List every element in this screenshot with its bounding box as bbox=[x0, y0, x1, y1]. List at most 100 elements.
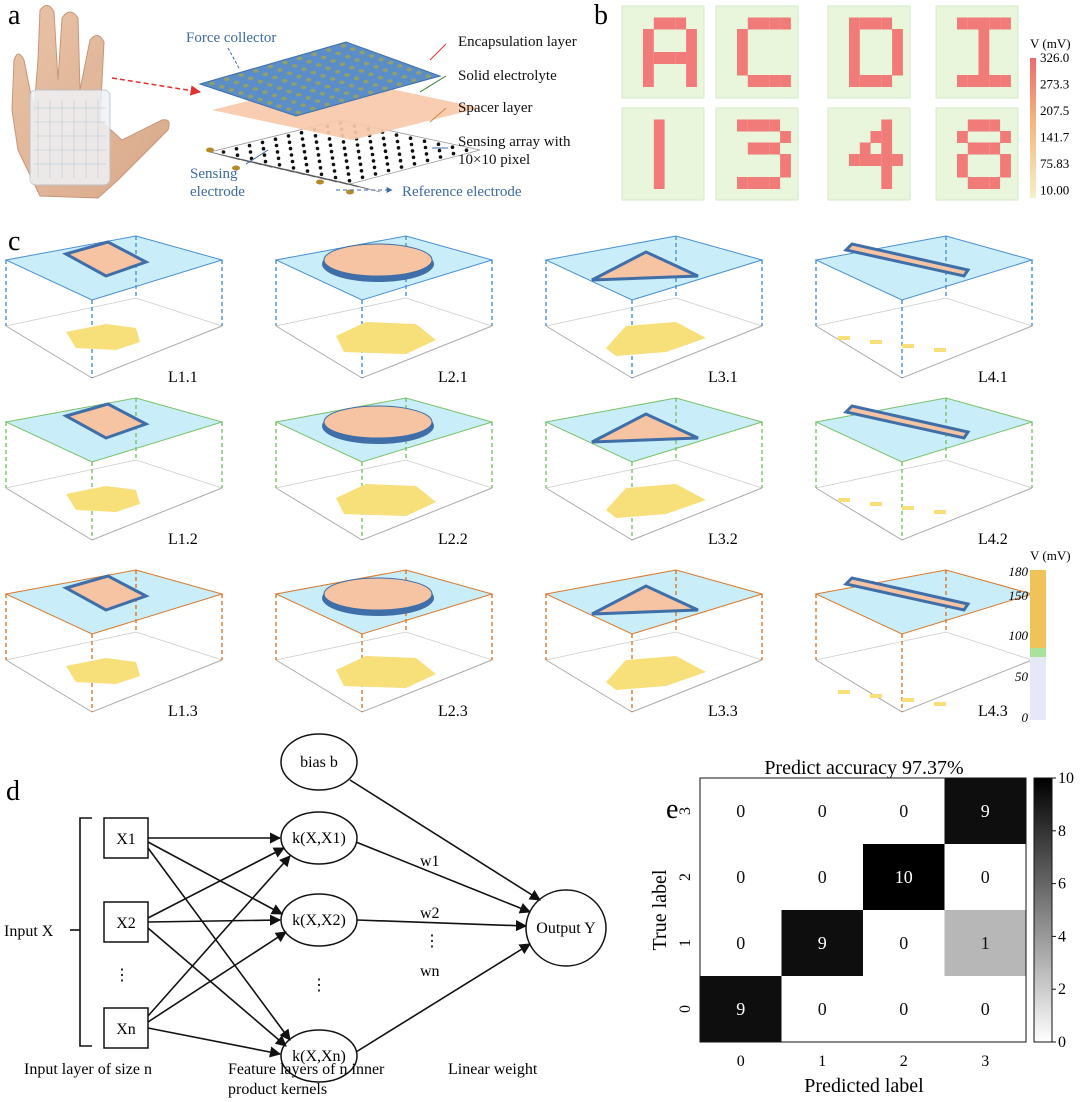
collector-dot bbox=[286, 89, 292, 94]
pressure-pixel bbox=[957, 131, 968, 143]
colorbar-b-tick: 75.83 bbox=[1040, 156, 1069, 171]
collector-dot bbox=[392, 71, 398, 76]
pressure-footprint bbox=[66, 486, 140, 512]
pressure-footprint bbox=[934, 348, 946, 352]
pressure-pixel bbox=[643, 75, 654, 87]
label-encapsulation: Encapsulation layer bbox=[458, 34, 577, 50]
cm-ytick: 3 bbox=[677, 807, 694, 815]
pressure-footprint bbox=[838, 336, 850, 340]
shape-box-L3.3: L3.3 bbox=[544, 569, 764, 720]
pressure-pixel bbox=[737, 29, 748, 41]
collector-dot bbox=[344, 54, 351, 59]
label-solid-electrolyte: Solid electrolyte bbox=[458, 68, 557, 84]
letter-tile-D bbox=[827, 5, 911, 99]
cm-cell-value: 0 bbox=[899, 801, 908, 821]
collector-dot bbox=[310, 88, 316, 93]
collector-dot bbox=[286, 107, 292, 111]
pressure-pixel bbox=[769, 75, 781, 87]
pressure-pixel bbox=[1000, 17, 1011, 30]
cm-cell bbox=[944, 844, 1026, 910]
pressure-pixel bbox=[758, 17, 770, 30]
sensing-dot bbox=[313, 134, 318, 138]
box-label: L3.3 bbox=[708, 703, 738, 720]
sensing-dot bbox=[384, 155, 389, 160]
pressure-pixel bbox=[686, 63, 697, 76]
pressure-pixel bbox=[881, 142, 893, 155]
collector-dot bbox=[382, 86, 388, 91]
box-label: L1.3 bbox=[168, 703, 198, 720]
label-sensing-1: Sensing bbox=[190, 166, 238, 182]
cm-cell bbox=[781, 976, 863, 1042]
box-label: L1.1 bbox=[168, 369, 198, 386]
pressure-pixel bbox=[686, 52, 697, 64]
pressure-pixel bbox=[870, 75, 882, 87]
pressure-footprint bbox=[336, 656, 436, 688]
pressure-pixel bbox=[653, 142, 665, 155]
sensing-dot bbox=[262, 153, 267, 157]
pressure-pixel bbox=[881, 165, 893, 178]
collector-dot bbox=[338, 98, 345, 103]
collector-dot bbox=[324, 102, 331, 107]
kernel-ellipsis: ⋮ bbox=[311, 977, 327, 994]
pressure-pixel bbox=[747, 75, 759, 87]
electrode-wire bbox=[253, 161, 284, 171]
cm-cell bbox=[863, 844, 945, 910]
bottom-back-edge bbox=[5, 297, 223, 327]
collector-dot bbox=[329, 95, 335, 99]
collector-dot bbox=[367, 90, 374, 95]
sensing-dot bbox=[408, 136, 413, 140]
shape-box-L1.2: L1.2 bbox=[4, 397, 224, 548]
pressure-footprint bbox=[934, 510, 946, 514]
input-x-label: Input X bbox=[4, 923, 54, 940]
collector-dot bbox=[276, 104, 283, 108]
letter-tile-I bbox=[935, 5, 1019, 99]
shape-box-L4.3: L4.3 bbox=[814, 569, 1034, 720]
pressure-pixel bbox=[859, 142, 871, 155]
label-array-2: 10×10 pixel bbox=[458, 152, 530, 168]
collector-dot bbox=[425, 74, 431, 79]
cm-cell bbox=[781, 844, 863, 910]
cm-cell-value: 0 bbox=[736, 933, 745, 953]
pressure-pixel bbox=[643, 52, 654, 64]
collector-dot bbox=[267, 83, 273, 87]
pressure-pixel bbox=[643, 40, 654, 53]
sensing-dot bbox=[221, 150, 226, 154]
pressure-pixel bbox=[859, 17, 871, 30]
bar-object bbox=[843, 404, 971, 440]
pressure-pixel bbox=[780, 131, 791, 143]
box-label: L3.1 bbox=[708, 369, 738, 386]
pressure-pixel bbox=[967, 142, 979, 155]
triangle-object bbox=[591, 250, 699, 282]
colorbar-c-title: V (mV) bbox=[1030, 548, 1071, 563]
collector-dot bbox=[401, 75, 408, 79]
cm-cell bbox=[700, 844, 782, 910]
pressure-pixel bbox=[653, 52, 665, 64]
box-label: L1.2 bbox=[168, 531, 198, 548]
collector-dot bbox=[334, 88, 340, 92]
pressure-pixel bbox=[859, 154, 871, 166]
collector-dot bbox=[233, 80, 240, 85]
pressure-pixel bbox=[978, 52, 990, 64]
sensing-dot bbox=[274, 143, 279, 148]
collector-dot bbox=[310, 106, 316, 111]
pressure-pixel bbox=[1000, 75, 1011, 87]
pressure-pixel bbox=[881, 131, 893, 143]
collector-dot bbox=[325, 66, 331, 71]
sensing-dot bbox=[314, 140, 319, 144]
letter-tile-3 bbox=[715, 107, 799, 201]
shape-box-L2.3: L2.3 bbox=[274, 569, 494, 720]
pressure-footprint bbox=[902, 506, 914, 510]
pressure-pixel bbox=[653, 165, 665, 178]
disc-object bbox=[323, 577, 433, 611]
pressure-footprint bbox=[606, 656, 706, 690]
electrode-wire bbox=[285, 168, 316, 178]
pressure-pixel bbox=[881, 154, 893, 166]
pressure-pixel bbox=[1000, 131, 1011, 143]
leader-sensing bbox=[245, 149, 269, 165]
sensing-dot bbox=[355, 143, 360, 147]
sensing-dot bbox=[410, 149, 415, 153]
box-label: L2.2 bbox=[438, 531, 468, 548]
pressure-pixel bbox=[653, 131, 665, 143]
collector-dot bbox=[305, 96, 311, 100]
